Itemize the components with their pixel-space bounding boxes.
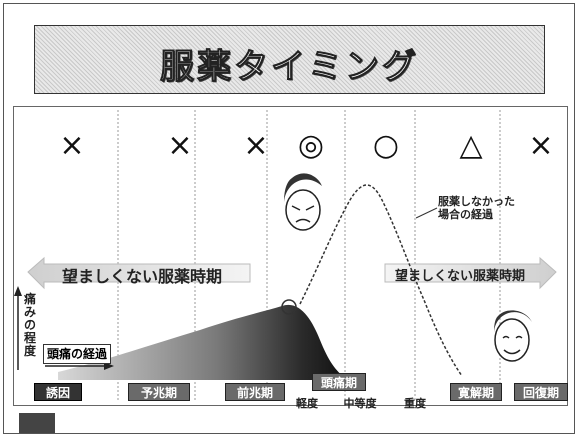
- stage-dividers: [117, 110, 501, 402]
- unfavorable-left-label: 望ましくない服薬時期: [62, 267, 223, 286]
- stage-resolution: 寛解期: [450, 383, 502, 401]
- stage-prodrome: 前兆期: [225, 383, 285, 401]
- stage-mild: 軽度: [296, 397, 318, 410]
- course-axis-head: [104, 362, 114, 370]
- untreated-note: 服薬しなかった 場合の経過: [438, 195, 515, 221]
- evaluation-recovery: ×: [528, 128, 554, 163]
- footer-block: [19, 413, 55, 433]
- stage-recovery: 回復期: [514, 383, 568, 401]
- pain-axis-head: [14, 286, 22, 296]
- stage-trigger: 誘因: [34, 383, 82, 401]
- note-pointer: [415, 207, 438, 219]
- pain-axis-label: 痛みの程度: [23, 292, 36, 358]
- evaluation-headache-moderate: ○: [372, 128, 400, 163]
- pain-hill-area: [58, 304, 346, 380]
- stage-moderate: 中等度: [343, 397, 377, 410]
- course-axis-label: 頭痛の経過: [43, 344, 112, 364]
- diagram-panel: [13, 106, 568, 406]
- headache-face-illustration: [284, 173, 322, 231]
- untreated-note-line-2: 場合の経過: [438, 208, 493, 221]
- untreated-note-line-1: 服薬しなかった: [438, 195, 515, 208]
- slide-title: 服薬タイミング: [160, 47, 419, 88]
- evaluation-headache-mild: ◎: [297, 128, 325, 163]
- right-arrow-shape: [384, 256, 557, 290]
- untreated-curve: [299, 184, 463, 377]
- stage-premonitory: 予兆期: [128, 383, 190, 401]
- left-arrow-shape: [27, 256, 251, 290]
- evaluation-premonitory-late: ×: [243, 128, 269, 163]
- evaluation-headache-severe: △: [459, 128, 483, 163]
- stage-headache: 頭痛期: [312, 373, 366, 391]
- slide-frame: [3, 3, 575, 434]
- stage-severe: 重度: [404, 397, 426, 410]
- evaluation-premonitory-early: ×: [167, 128, 193, 163]
- recovered-face-illustration: [494, 310, 532, 362]
- title-banner: 服薬タイミング: [34, 25, 545, 94]
- evaluation-trigger: ×: [59, 128, 85, 163]
- unfavorable-right-label: 望ましくない服薬時期: [395, 269, 526, 284]
- timing-marker-circle: [281, 299, 297, 315]
